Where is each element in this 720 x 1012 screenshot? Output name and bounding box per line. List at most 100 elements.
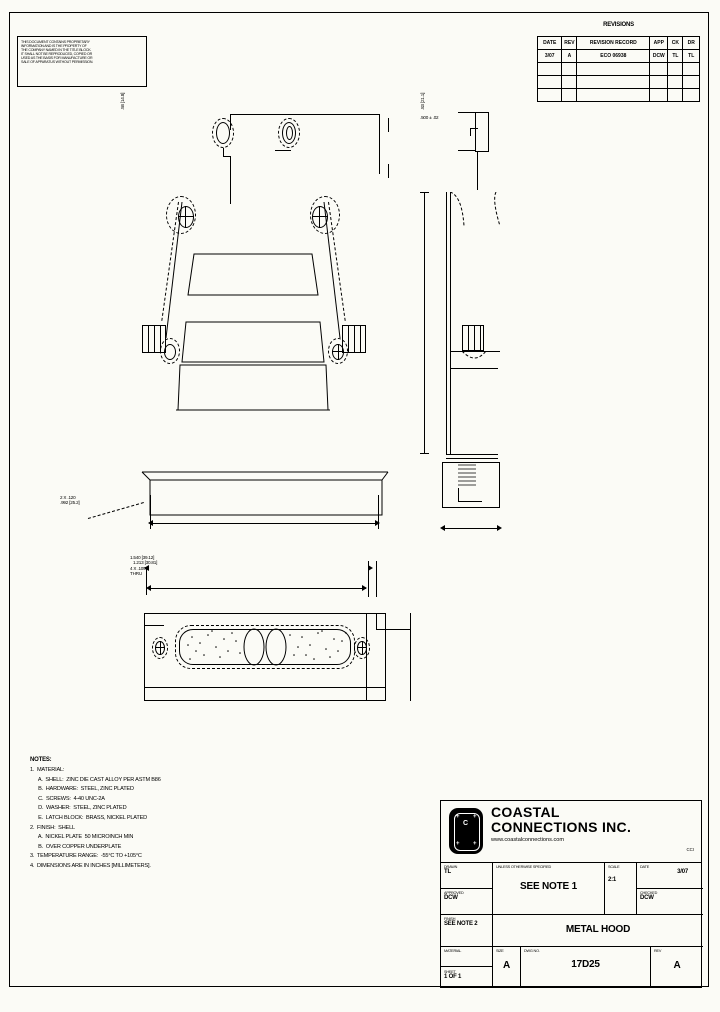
side-top-tab bbox=[475, 112, 489, 152]
screw-hole-detail bbox=[212, 118, 234, 148]
revision-block: DATE REV REVISION RECORD APP CK DR 3/07 … bbox=[536, 36, 700, 102]
dimension-front-height: .58 [14.8] bbox=[120, 92, 125, 110]
proprietary-line: INFORMATION AND IS THE PROPERTY OF bbox=[21, 43, 87, 48]
rev-cell-app bbox=[649, 88, 669, 102]
note-item: A. NICKEL PLATE 50 MICROINCH MIN bbox=[30, 834, 134, 841]
dimension-bottom-overall: 1.540 [39.12] bbox=[130, 555, 155, 560]
aperture-texture bbox=[187, 628, 347, 666]
rev-cell-rev bbox=[561, 88, 578, 102]
finish-label: FINISH bbox=[444, 917, 456, 921]
proprietary-line: USED AS THE BASIS FOR MANUFACTURE OR bbox=[21, 55, 93, 60]
dimension-bottom-inner: 1.213 [30.81] bbox=[130, 560, 430, 566]
screw-hole-detail bbox=[286, 126, 293, 140]
dimension-front-width: .992 [25.2] bbox=[60, 500, 80, 506]
date-cell: DATE 3/07 bbox=[637, 863, 703, 889]
rev-cell-date bbox=[536, 75, 563, 89]
rev-cell-record bbox=[576, 88, 651, 102]
jackscrew-right bbox=[354, 637, 370, 659]
rev-cell-app bbox=[649, 75, 669, 89]
note-item: 4. DIMENSIONS ARE IN INCHES [MILLIMETERS… bbox=[30, 862, 151, 869]
size-label: SIZE bbox=[496, 949, 504, 953]
rev-cell-ck: TL bbox=[667, 49, 684, 63]
company-logo-icon: C + + + + bbox=[449, 808, 483, 854]
logo-glyph: C bbox=[463, 820, 469, 827]
screw-detail-lower-left bbox=[160, 338, 180, 364]
material-label: MATERIAL bbox=[444, 949, 462, 953]
screw-detail-lower-right bbox=[328, 338, 348, 364]
screw-head-lower-left bbox=[164, 344, 176, 360]
sheet-label: SHEET bbox=[444, 970, 456, 974]
date-value: 3/07 bbox=[677, 869, 688, 876]
screw-head-left bbox=[178, 206, 194, 228]
sheet-value: 1 OF 1 bbox=[444, 974, 462, 981]
screw-hole-detail bbox=[278, 118, 300, 148]
table-row bbox=[536, 75, 700, 89]
screw-hole-detail bbox=[216, 122, 230, 144]
sheet-border bbox=[9, 12, 709, 987]
approved-value: DCW bbox=[444, 895, 458, 902]
finish-cell: FINISH SEE NOTE 2 bbox=[441, 915, 493, 947]
side-view: .83 [21.1] .500 ± .02 bbox=[420, 93, 560, 550]
rev-col-date: DATE bbox=[536, 36, 563, 50]
front-view: .58 [14.8] bbox=[120, 93, 410, 530]
screw-detail-right bbox=[310, 196, 340, 234]
table-row bbox=[536, 88, 700, 102]
rev-cell-app: DCW bbox=[649, 49, 669, 63]
rev-label: REV bbox=[654, 949, 662, 953]
company-name-line1: COASTAL bbox=[491, 804, 560, 820]
drawing-title: METAL HOOD bbox=[565, 924, 631, 935]
size-cell: SIZE A bbox=[493, 947, 521, 987]
checked-cell: CHECKED DCW bbox=[637, 889, 703, 915]
proprietary-notice-box: THIS DOCUMENT CONTAINS PROPRIETARY INFOR… bbox=[17, 36, 147, 87]
cable-aperture-inner bbox=[179, 629, 351, 665]
rev-cell: REV A bbox=[651, 947, 703, 987]
checked-label: CHECKED bbox=[640, 891, 658, 895]
finish-value: SEE NOTE 2 bbox=[444, 921, 478, 928]
rev-cell-ck bbox=[667, 75, 684, 89]
date-label: DATE bbox=[640, 865, 650, 869]
rev-col-record: REVISION RECORD bbox=[576, 36, 651, 50]
scale-label: SCALE bbox=[608, 865, 620, 869]
note-item: A. SHELL: ZINC DIE CAST ALLOY PER ASTM B… bbox=[30, 776, 161, 783]
side-boss bbox=[462, 325, 484, 351]
drawn-value: TL bbox=[444, 869, 451, 876]
note-item: B. HARDWARE: STEEL, ZINC PLATED bbox=[30, 786, 134, 793]
rev-cell-ck bbox=[667, 62, 684, 76]
rev-col-ck: CK bbox=[667, 36, 684, 50]
scale-cell: SCALE 2:1 bbox=[605, 863, 637, 915]
notes-heading: NOTES: bbox=[30, 757, 52, 763]
rev-cell-rev: A bbox=[561, 49, 578, 63]
drawing-number: 17D25 bbox=[571, 959, 600, 971]
company-name-line2: CONNECTIONS INC. bbox=[491, 819, 632, 835]
proprietary-line: SALE OF APPARATUS WITHOUT PERMISSION. bbox=[21, 59, 94, 64]
rev-cell-rev bbox=[561, 62, 578, 76]
bottom-view: 1.540 [39.12] 1.213 [30.81] bbox=[130, 555, 430, 720]
note-item: 3. TEMPERATURE RANGE: -55°C TO +105°C bbox=[30, 853, 142, 860]
thread-hatch bbox=[458, 462, 476, 488]
proprietary-line: THIS DOCUMENT CONTAINS PROPRIETARY bbox=[21, 39, 90, 44]
drawn-label: DRAWN bbox=[444, 865, 458, 869]
rev-cell-date bbox=[536, 62, 563, 76]
company-badge: CCI bbox=[686, 847, 694, 852]
notes-section: NOTES: 1. MATERIAL: A. SHELL: ZINC DIE C… bbox=[30, 757, 280, 872]
drawn-cell: DRAWN TL bbox=[441, 863, 493, 889]
rev-col-dr: DR bbox=[682, 36, 700, 50]
rev-cell-dr bbox=[682, 88, 700, 102]
strain-relief-outline bbox=[141, 471, 389, 516]
drawing-title-cell: METAL HOOD bbox=[493, 915, 703, 947]
rev-cell-dr: TL bbox=[682, 49, 700, 63]
rev-cell-date bbox=[536, 88, 563, 102]
dimension-side-thickness: .500 ± .02 bbox=[420, 115, 439, 121]
material-value: SEE NOTE 1 bbox=[520, 881, 577, 893]
rev-cell-record: ECO 06938 bbox=[576, 49, 651, 63]
note-item: D. WASHER: STEEL, ZINC PLATED bbox=[30, 805, 127, 812]
dwgno-cell: DWG NO. 17D25 bbox=[521, 947, 651, 987]
rev-cell-date: 3/07 bbox=[536, 49, 563, 63]
approved-cell: APPROVED DCW bbox=[441, 889, 493, 915]
dimension-bottom-hole-thru: THRU bbox=[130, 571, 142, 577]
screw-head-right bbox=[312, 206, 328, 228]
screw-hole-detail bbox=[282, 122, 296, 144]
side-strain-relief bbox=[442, 462, 500, 508]
dimension-hole-callout: 2 X .120 bbox=[60, 495, 76, 500]
